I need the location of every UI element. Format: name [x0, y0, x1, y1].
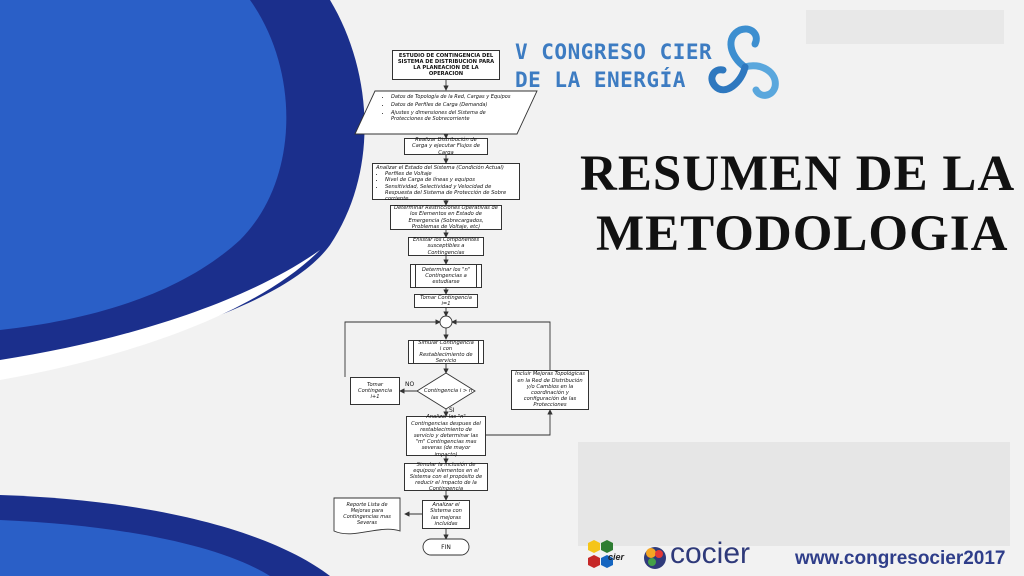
flow-input-1: Datos de Topología de la Red, Cargas y E… [391, 94, 512, 100]
left-swoosh-mid [0, 0, 287, 330]
logo-text-line1: V CONGRESO CIER [515, 40, 713, 64]
flow-analysis-item-3: Sensitividad, Selectividad y Velocidad d… [385, 184, 516, 203]
flow-simulate-inclusion-box: Simular la inclusión de equipos/ element… [404, 462, 488, 492]
slide-title-line1: RESUMEN DE LA [580, 146, 1016, 202]
congress-url[interactable]: www.congresocier2017 [795, 548, 1006, 569]
flow-decision-label: Contingencia i > n [424, 388, 473, 394]
left-swoosh-white-stripe [0, 250, 320, 380]
flow-start-box: ESTUDIO DE CONTINGENCIA DEL SISTEMA DE D… [392, 50, 500, 80]
flow-end-text: FIN [441, 544, 451, 551]
flow-analysis-item-2: Nivel de Carga de líneas y equipos [385, 177, 516, 183]
flow-input-2: Datos de Perfiles de Carga (Demanda) [391, 102, 512, 108]
bottom-right-panel [578, 442, 1010, 546]
top-right-panel [806, 10, 1004, 44]
flow-load-flow-box: Realizar Distribución de Carga y ejecuta… [404, 137, 488, 156]
flow-improve-box: Incluir Mejoras Topológicas en la Red de… [511, 370, 589, 410]
report-document-shape [333, 497, 401, 535]
cocier-logo-text: cocier [670, 537, 751, 570]
flow-simulate-box: Simular Contingencia i con Restablecimie… [408, 340, 484, 364]
flow-input-3: Ajustes y dimensiones del Sistema de Pro… [391, 110, 512, 122]
logo-text-line2: DE LA ENERGÍA [515, 68, 686, 92]
triskelion-logo-icon [708, 25, 779, 99]
flow-no-label: NO [405, 381, 415, 388]
inputs-parallelogram-shape [354, 90, 538, 135]
flow-inputs-list: Datos de Topología de la Red, Cargas y E… [382, 94, 512, 122]
flow-report-text: Reporte Lista de Mejoras para Contingenc… [343, 502, 391, 526]
flow-analysis-title: Analizar el Estado del Sistema (Condició… [376, 165, 504, 171]
cier-hexagon-logo-icon [588, 540, 613, 568]
decision-diamond-shape [416, 372, 476, 410]
slide-title-line2: METODOLOGIA [596, 206, 1009, 262]
flow-restrictions-box: Determinar Restricciones Operativas de l… [390, 205, 502, 230]
flow-list-box: Enlistar los Componentes susceptibles a … [408, 237, 484, 256]
flow-si-label: SI [449, 407, 455, 414]
loop-junction-circle [439, 315, 453, 329]
cocier-logo-icon [644, 547, 666, 569]
flow-take-first-box: Tomar Contingencia i=1 [414, 294, 478, 308]
flow-analysis-box: Analizar el Estado del Sistema (Condició… [372, 163, 520, 203]
flow-determine-box: Determinar los "n" Contingencias a estud… [410, 264, 482, 288]
flow-analyze-system-box: Analizar el Sistema con las mejoras incl… [422, 500, 470, 529]
cier-logo-text: cier [608, 552, 625, 562]
flow-analysis-item-1: Perfiles de Voltaje [385, 171, 516, 177]
end-terminal-shape [422, 538, 470, 556]
bottom-swoosh-mid [0, 520, 270, 576]
flow-take-next-box: Tomar Contingencia i+1 [350, 377, 400, 405]
flow-analyze-n-box: Analizar las "n" Contingencias despues d… [406, 414, 486, 458]
